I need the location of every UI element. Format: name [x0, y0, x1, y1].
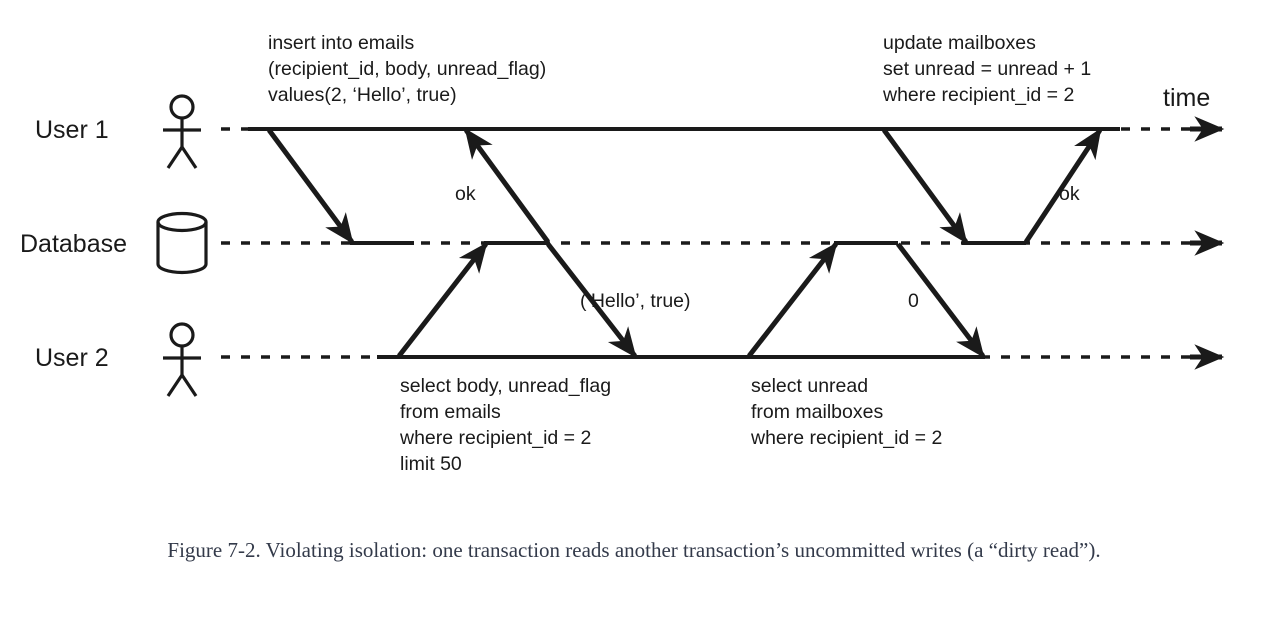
annotation-line: from emails — [400, 401, 501, 423]
arrow-select-emails-result — [546, 242, 637, 358]
lane-user1: User 1 — [35, 94, 1225, 169]
annotation-insert-statement: insert into emails (recipient_id, body, … — [268, 32, 546, 106]
annotation-select-emails-statement: select body, unread_flag from emails whe… — [399, 375, 611, 475]
lane-label-database: Database — [20, 230, 127, 258]
annotation-line: limit 50 — [400, 453, 462, 475]
message-label-read-result: (‘Hello’, true) — [580, 290, 691, 312]
arrow-insert-ok — [463, 128, 551, 244]
annotation-line: from mailboxes — [751, 401, 883, 423]
annotation-line: where recipient_id = 2 — [750, 427, 942, 449]
annotation-select-mailboxes-statement: select unread from mailboxes where recip… — [750, 375, 942, 449]
stick-figure-icon — [163, 94, 201, 169]
annotation-update-statement: update mailboxes set unread = unread + 1… — [882, 32, 1091, 106]
arrow-update-request — [881, 128, 969, 244]
annotation-line: update mailboxes — [883, 32, 1036, 54]
annotation-line: (recipient_id, body, unread_flag) — [268, 58, 546, 80]
arrow-insert-request — [266, 128, 355, 244]
annotation-line: select unread — [751, 375, 868, 397]
arrow-select-unread-result — [896, 242, 985, 358]
message-label-insert-ok: ok — [455, 183, 476, 205]
annotation-line: values(2, ‘Hello’, true) — [268, 84, 457, 106]
arrow-select-emails-request — [397, 242, 488, 358]
stick-figure-icon — [163, 322, 201, 397]
arrow-update-ok — [1023, 128, 1103, 244]
lane-user2: User 2 — [35, 322, 1225, 397]
annotation-line: where recipient_id = 2 — [882, 84, 1074, 106]
figure-caption: Figure 7-2. Violating isolation: one tra… — [167, 538, 1101, 562]
arrow-select-unread-request — [747, 242, 838, 358]
lane-label-user1: User 1 — [35, 116, 109, 144]
message-label-unread-result: 0 — [908, 290, 919, 312]
annotation-line: where recipient_id = 2 — [399, 427, 591, 449]
annotation-line: set unread = unread + 1 — [883, 58, 1091, 80]
annotation-line: insert into emails — [268, 32, 415, 54]
lane-label-user2: User 2 — [35, 344, 109, 372]
lane-database: Database — [20, 211, 1225, 275]
annotation-line: select body, unread_flag — [400, 375, 611, 397]
database-cylinder-icon — [156, 211, 208, 275]
message-label-update-ok: ok — [1059, 183, 1080, 205]
time-axis-label: time — [1163, 84, 1210, 112]
